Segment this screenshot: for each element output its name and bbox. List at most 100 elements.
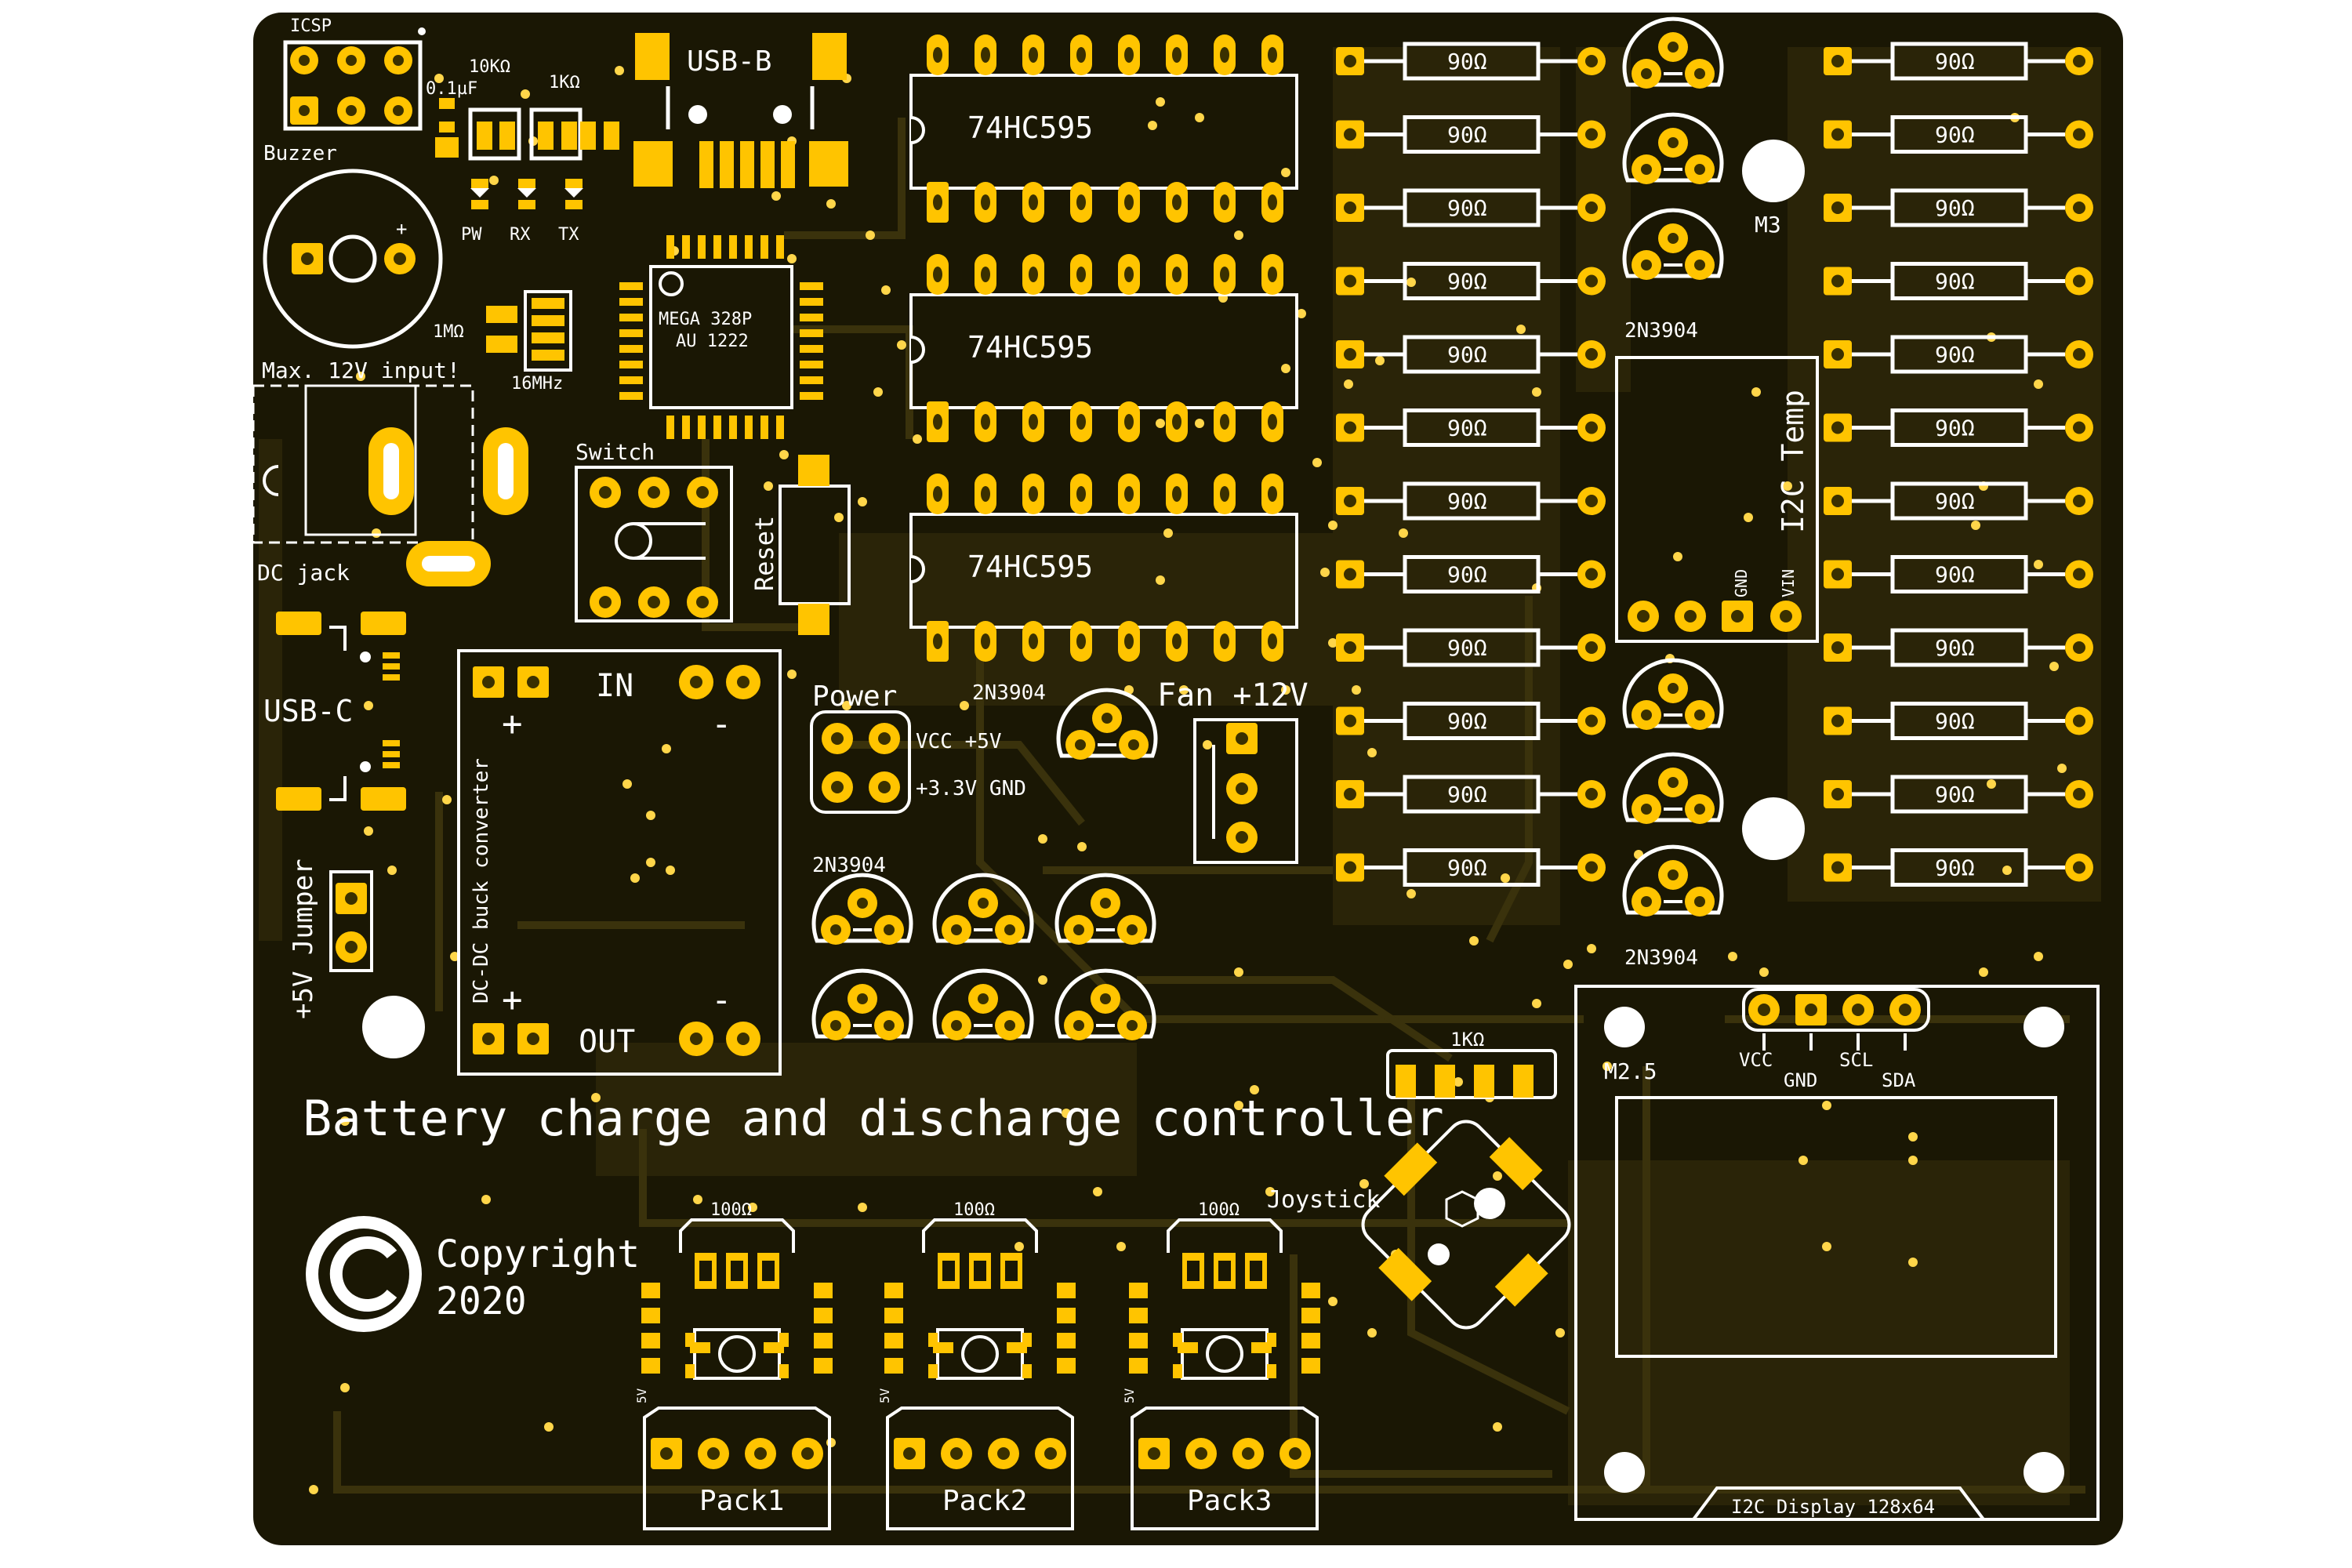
- ic-pin-drill: [1029, 486, 1038, 502]
- pack-diode-pad: [1057, 1333, 1076, 1348]
- transistor-outline: [932, 873, 1034, 943]
- ic-pin-drill: [1076, 194, 1086, 210]
- pack-button-outline: [693, 1328, 781, 1380]
- ic-pin-drill: [1220, 47, 1229, 63]
- transistor-drill: [830, 924, 841, 935]
- resistor-drill: [1585, 128, 1598, 141]
- resistor-drill: [1831, 274, 1844, 288]
- pack-100ohm-label: 100Ω: [1198, 1200, 1240, 1220]
- resistor-drill: [1585, 421, 1598, 434]
- ic-pin-drill: [1172, 633, 1181, 649]
- transistor-drill: [1668, 777, 1679, 788]
- buck-converter-module: [457, 649, 782, 1076]
- pack-button-pad: [685, 1364, 695, 1378]
- pack-connector-drill: [1195, 1447, 1207, 1460]
- transistor-drill: [884, 1020, 895, 1031]
- pack-diode-pad: [1129, 1308, 1148, 1323]
- resistor-drill: [2073, 274, 2085, 288]
- label-1k-top: 1KΩ: [549, 73, 580, 93]
- resistor-drill: [2073, 348, 2085, 361]
- resistor-drill: [1831, 495, 1844, 507]
- resistor-drill: [1344, 641, 1356, 654]
- resistor-value-label: 90Ω: [1935, 782, 1975, 808]
- pack-connector-drill: [707, 1447, 720, 1460]
- ic-pin-drill: [981, 414, 990, 430]
- transistor-drill: [1694, 804, 1705, 815]
- i2c-temp-module: [1615, 356, 1819, 643]
- label-buck: DC-DC buck converter: [470, 758, 493, 1004]
- transistor-outline: [1622, 658, 1724, 728]
- label-mcu-2: AU 1222: [676, 332, 749, 351]
- resistor-drill: [1344, 201, 1356, 214]
- resistor-drill: [1831, 348, 1844, 361]
- label-reset: Reset: [750, 516, 779, 591]
- pack-button-pad: [779, 1364, 789, 1378]
- pack-smd-pad: [933, 1342, 953, 1353]
- ic-pin-drill: [1124, 194, 1134, 210]
- pack-diode-pad: [884, 1358, 903, 1374]
- resistor-drill: [1831, 55, 1844, 67]
- transistor-group: [811, 16, 1724, 1040]
- transistor-drill: [1004, 1020, 1015, 1031]
- resistor-drill: [1585, 861, 1598, 874]
- pack-resistor-gap: [731, 1261, 743, 1281]
- resistor-drill: [1344, 128, 1356, 141]
- transistor-drill: [1073, 924, 1084, 935]
- label-disp-vcc: VCC: [1739, 1049, 1773, 1071]
- ic-pin-drill: [1029, 47, 1038, 63]
- resistor-value-label: 90Ω: [1935, 709, 1975, 735]
- ic-pin-drill: [981, 47, 990, 63]
- label-temp-gnd: GND: [1732, 569, 1751, 597]
- pack-diode-pad: [1129, 1358, 1148, 1374]
- resistor-value-label: 90Ω: [1935, 49, 1975, 74]
- pack-resistor-gap: [942, 1261, 955, 1281]
- resistor-drill: [1831, 641, 1844, 654]
- ic-pin-drill: [1172, 486, 1181, 502]
- label-disp-gnd: GND: [1784, 1069, 1817, 1091]
- transistor-drill: [1641, 804, 1652, 815]
- transistor-drill: [1694, 68, 1705, 79]
- label-vcc5: VCC +5V: [916, 730, 1002, 753]
- usb-b-connector: [633, 33, 848, 188]
- ic-pin-drill: [1268, 486, 1277, 502]
- transistor-drill: [1641, 164, 1652, 175]
- transistor-drill: [1694, 710, 1705, 720]
- label-buck-out: OUT: [579, 1024, 635, 1060]
- label-dc-jack: DC jack: [257, 560, 350, 586]
- pack-connector-outline: [1131, 1406, 1319, 1530]
- ic-pin-drill: [1076, 633, 1086, 649]
- ic-pin-drill: [1220, 486, 1229, 502]
- ic-pin-drill: [1029, 633, 1038, 649]
- pack-diode-pad: [1057, 1308, 1076, 1323]
- transistor-drill: [1102, 713, 1112, 724]
- label-hc595-3: 74HC595: [967, 550, 1093, 584]
- resistor-drill: [2073, 641, 2085, 654]
- pack-connector-outline: [643, 1406, 831, 1530]
- pack-diode-pad: [884, 1333, 903, 1348]
- ic-pin-drill: [1172, 194, 1181, 210]
- pack-diode-pad: [814, 1283, 833, 1298]
- pack-diode-pad: [641, 1333, 660, 1348]
- ic-pin-drill: [933, 47, 942, 63]
- transistor-drill: [1694, 896, 1705, 907]
- pack-5v-label: 5V: [634, 1388, 649, 1403]
- transistor-drill: [1004, 924, 1015, 935]
- pack-resistor-outline: [679, 1218, 795, 1253]
- pack-diode-pad: [814, 1333, 833, 1348]
- pack-smd-pad: [1178, 1342, 1198, 1353]
- transistor-drill: [951, 1020, 962, 1031]
- ic-pin-drill: [981, 194, 990, 210]
- resistor-value-label: 90Ω: [1935, 855, 1975, 881]
- pack-diode-pad: [884, 1283, 903, 1298]
- resistor-drill: [2073, 128, 2085, 141]
- pack-label: Pack2: [942, 1485, 1027, 1517]
- resistor-value-label: 90Ω: [1447, 269, 1487, 295]
- resistor-value-label: 90Ω: [1447, 195, 1487, 221]
- pack-diode-pad: [1301, 1358, 1320, 1374]
- transistor-drill: [1641, 260, 1652, 270]
- pack-resistor-gap: [1250, 1261, 1262, 1281]
- pack-smd-pad: [690, 1342, 710, 1353]
- label-hc595-1: 74HC595: [967, 111, 1093, 145]
- pack-connector-drill: [950, 1447, 963, 1460]
